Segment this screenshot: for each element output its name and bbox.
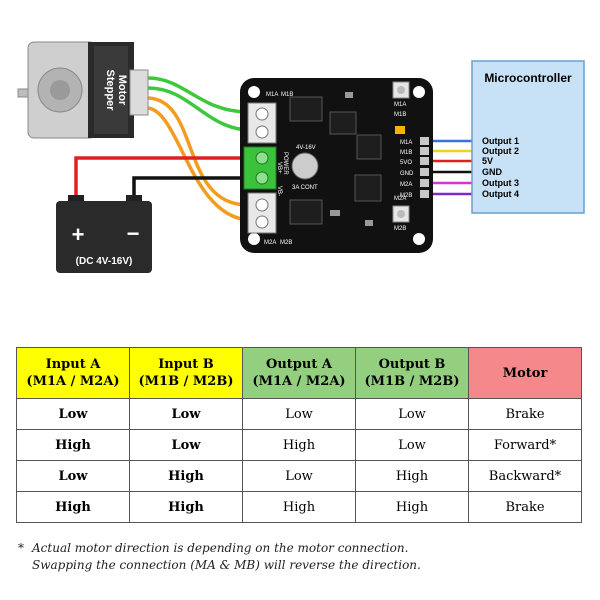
silk-m2b-btn: M2B — [394, 226, 406, 232]
silk-m2a-btn: M2A — [394, 196, 406, 202]
cell-motor: Backward* — [468, 460, 582, 492]
header-output-b: Output B (M1B / M2B) — [355, 347, 469, 399]
wire-black — [132, 176, 252, 197]
cell-input-b: Low — [129, 398, 243, 430]
footnote-star: * — [18, 541, 24, 555]
header-line1: Input B — [158, 357, 214, 372]
header-line2: (M1A / M2A) — [26, 374, 120, 389]
header-line2: (M1B / M2B) — [364, 374, 460, 389]
cell-output-b: Low — [355, 429, 469, 461]
driver-board: M1A M1B M1A M1B M2A M2B M2A M2B POWER VB… — [240, 78, 433, 253]
footnote-text-2: Swapping the connection (MA & MB) will r… — [32, 558, 421, 572]
mcu-box — [471, 60, 585, 214]
header-line2: (M1B / M2B) — [138, 374, 234, 389]
mcu-pin-gnd: GND — [482, 167, 503, 177]
cell-motor: Brake — [468, 491, 582, 523]
silk-vb-plus: VB+ — [276, 162, 282, 174]
stepper-motor: Stepper Motor — [17, 41, 149, 139]
wire-green-1 — [146, 76, 250, 114]
wiring-diagram: Stepper Motor + − (DC 4V-16V) — [17, 41, 585, 273]
mcu-pin-5v: 5V — [482, 156, 493, 166]
footnote: * Actual motor direction is depending on … — [18, 540, 421, 574]
motor-label-2: Motor — [116, 75, 128, 106]
cell-motor: Forward* — [468, 429, 582, 461]
silk-current: 3A CONT — [292, 185, 318, 191]
wire-orange-2 — [146, 106, 250, 222]
table-row: Low Low Low Low Brake — [16, 398, 582, 430]
power-wires — [74, 156, 252, 197]
silk-pin-gnd: GND — [400, 171, 414, 177]
battery-body — [56, 201, 152, 273]
silk-pin-5v: 5VO — [400, 160, 412, 166]
mcu-pin-output1: Output 1 — [482, 136, 519, 146]
wire-red — [74, 156, 252, 197]
truth-table: Input A (M1A / M2A) Input B (M1B / M2B) Ou… — [16, 347, 582, 523]
cell-output-a: High — [242, 491, 356, 523]
cell-input-a: High — [16, 429, 130, 461]
motor-wires — [146, 76, 250, 222]
silk-m1b-btn: M1B — [394, 112, 406, 118]
silk-pin-m1b: M1B — [400, 150, 412, 156]
header-line1: Output A — [266, 357, 332, 372]
battery-label: (DC 4V-16V) — [76, 256, 133, 267]
motor-label-1: Stepper — [104, 70, 116, 112]
mcu-title: Microcontroller — [484, 71, 572, 85]
silk-m1a-top: M1A — [266, 92, 278, 98]
silk-m1b-top: M1B — [281, 92, 293, 98]
signal-wires — [425, 139, 478, 196]
cell-input-a: Low — [16, 460, 130, 492]
cell-input-b: High — [129, 460, 243, 492]
cell-output-a: High — [242, 429, 356, 461]
header-pins — [420, 137, 429, 198]
wire-green-2 — [146, 86, 250, 132]
silk-pin-m2a: M2A — [400, 182, 412, 188]
header-line2: (M1A / M2A) — [252, 374, 346, 389]
silk-pin-m2b: M2B — [400, 193, 412, 199]
silk-vb-minus: VB- — [276, 186, 282, 196]
capacitor — [291, 152, 319, 180]
battery-minus: − — [127, 221, 140, 246]
microcontroller: Microcontroller Output 1 Output 2 5V GND… — [471, 60, 585, 214]
wire-orange-1 — [146, 96, 250, 207]
cell-input-b: Low — [129, 429, 243, 461]
header-line1: Motor — [502, 365, 548, 381]
battery-plus: + — [72, 222, 85, 247]
table-row: High Low High Low Forward* — [16, 429, 582, 461]
mcu-pin-output4: Output 4 — [482, 189, 519, 199]
table-row: Low High Low High Backward* — [16, 460, 582, 492]
header-output-a: Output A (M1A / M2A) — [242, 347, 356, 399]
cell-output-b: Low — [355, 398, 469, 430]
cell-input-a: Low — [16, 398, 130, 430]
header-input-a: Input A (M1A / M2A) — [16, 347, 130, 399]
header-line1: Input A — [45, 357, 101, 372]
battery: + − (DC 4V-16V) — [56, 195, 152, 273]
cell-output-a: Low — [242, 460, 356, 492]
cell-output-a: Low — [242, 398, 356, 430]
cell-motor: Brake — [468, 398, 582, 430]
silk-m2a-bot: M2A — [264, 240, 276, 246]
mcu-pin-output2: Output 2 — [482, 146, 519, 156]
header-line1: Output B — [378, 357, 446, 372]
header-motor: Motor — [468, 347, 582, 399]
silk-pin-m1a: M1A — [400, 140, 412, 146]
header-input-b: Input B (M1B / M2B) — [129, 347, 243, 399]
cell-input-a: High — [16, 491, 130, 523]
silk-power: POWER — [282, 152, 288, 175]
mcu-pin-output3: Output 3 — [482, 178, 519, 188]
cell-output-b: High — [355, 491, 469, 523]
cell-input-b: High — [129, 491, 243, 523]
silk-voltage: 4V-16V — [296, 145, 316, 151]
cell-output-b: High — [355, 460, 469, 492]
footnote-text-1: Actual motor direction is depending on t… — [32, 541, 409, 555]
table-header-row: Input A (M1A / M2A) Input B (M1B / M2B) Ou… — [16, 347, 582, 399]
silk-m2b-bot: M2B — [280, 240, 292, 246]
board-pcb — [240, 78, 433, 253]
footnote-line-2: Swapping the connection (MA & MB) will r… — [18, 557, 421, 574]
footnote-line-1: * Actual motor direction is depending on … — [18, 540, 421, 557]
table-row: High High High High Brake — [16, 491, 582, 523]
silk-m1a-btn: M1A — [394, 102, 406, 108]
